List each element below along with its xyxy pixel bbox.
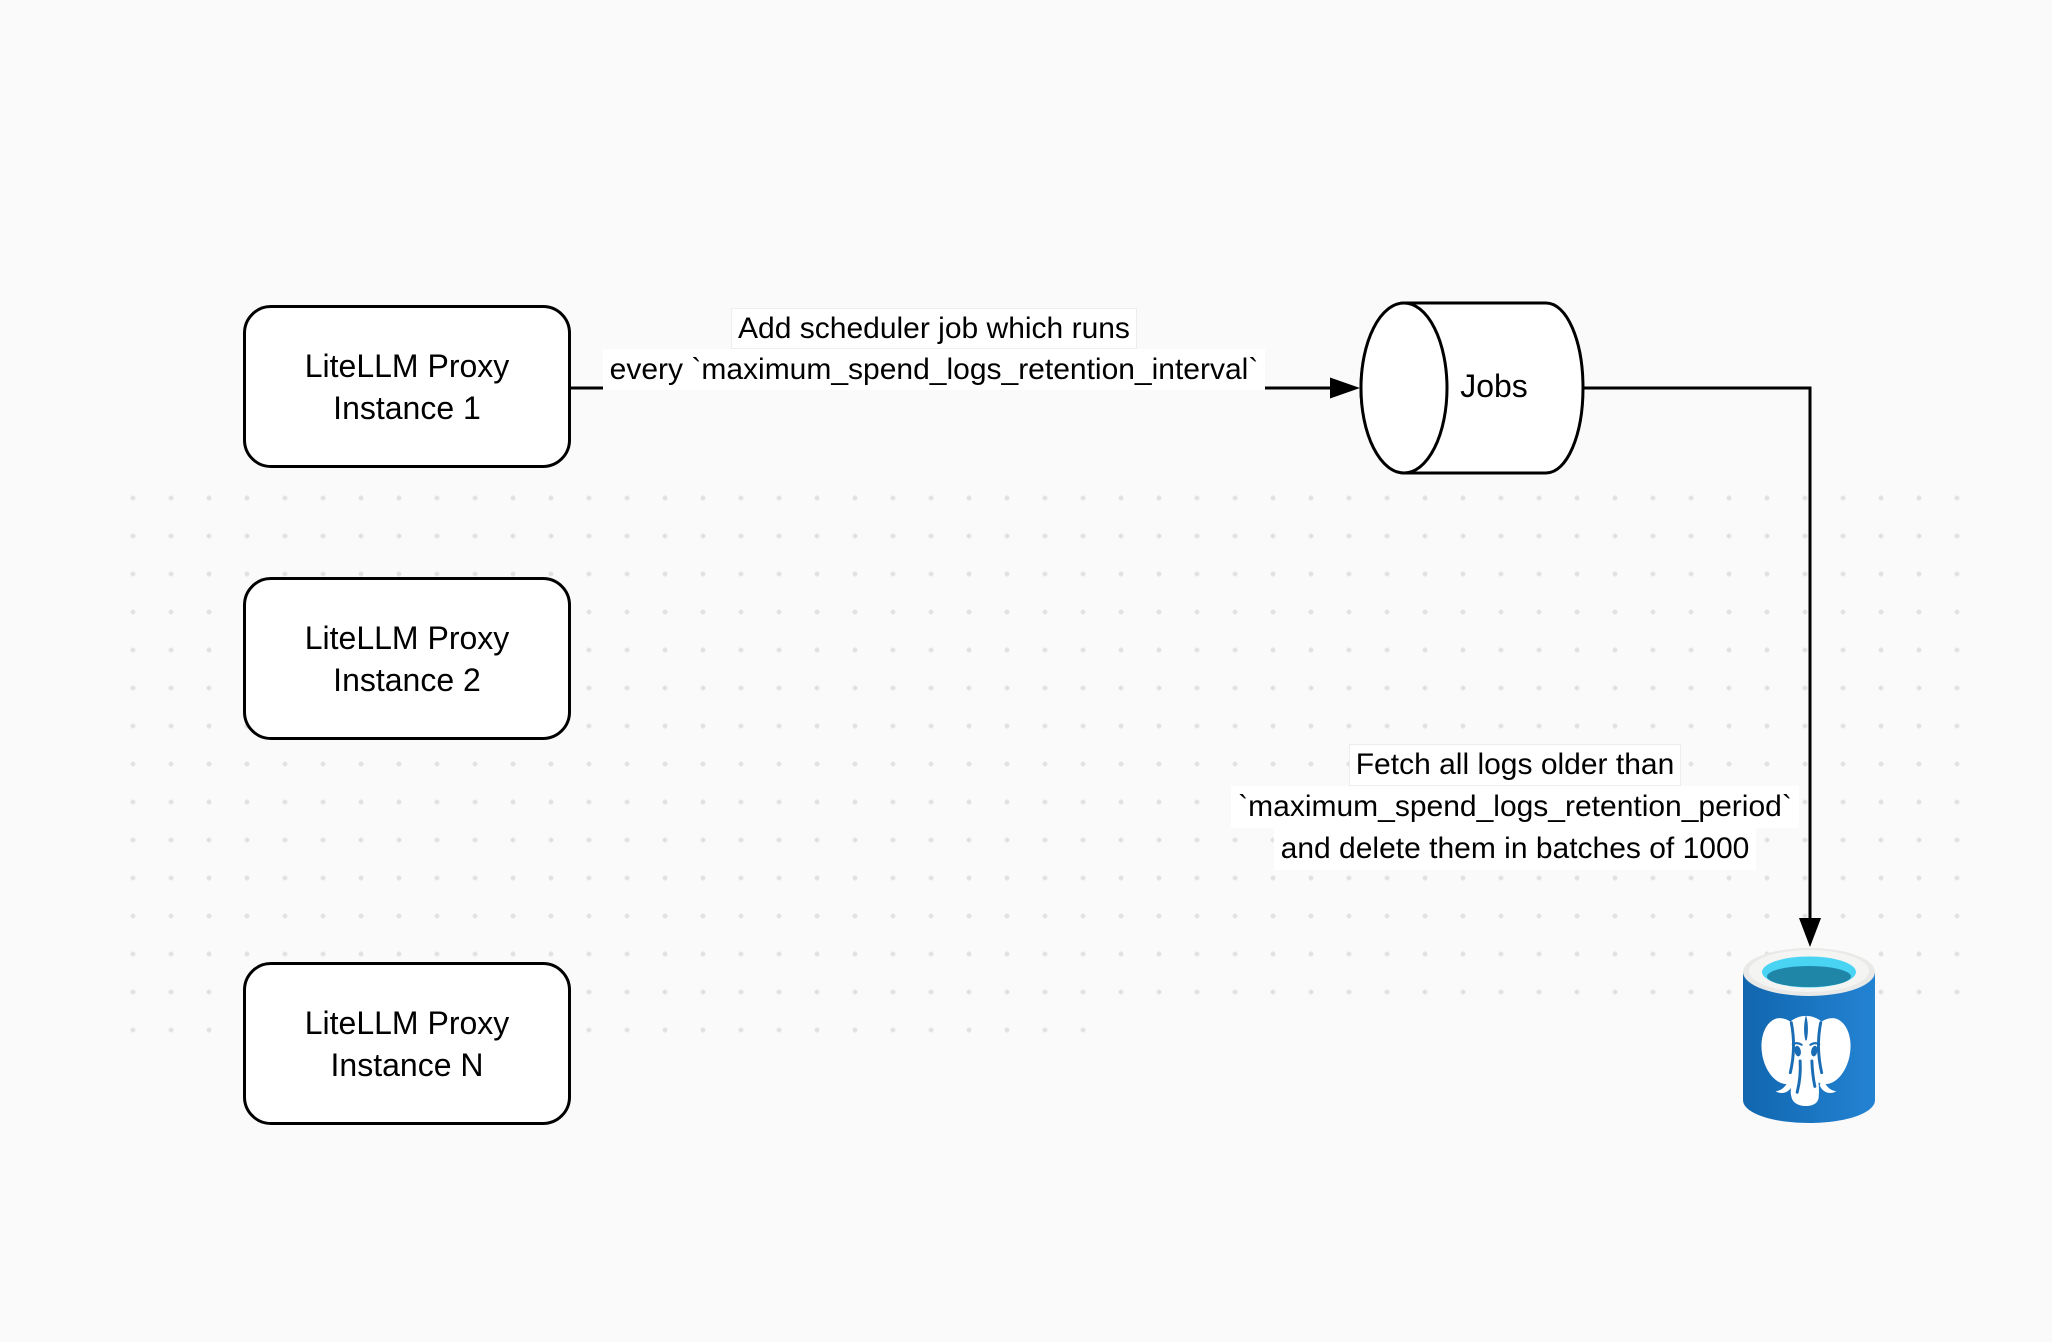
jobs-cylinder-label: Jobs bbox=[1460, 368, 1528, 404]
db-top-teal bbox=[1767, 966, 1851, 987]
dot-grid-right bbox=[1102, 479, 1982, 997]
node-litellm-proxy-instance-n[interactable]: LiteLLM Proxy Instance N bbox=[243, 962, 571, 1125]
node-label-line: LiteLLM Proxy bbox=[304, 1004, 510, 1041]
node-label-line: Instance 2 bbox=[333, 661, 481, 698]
edge-label-text: every `maximum_spend_logs_retention_inte… bbox=[602, 349, 1266, 390]
edge-label-text: and delete them in batches of 1000 bbox=[1273, 828, 1757, 870]
edge-label-text: `maximum_spend_logs_retention_period` bbox=[1231, 786, 1799, 828]
edge-label-scheduler: Add scheduler job which runs every `maxi… bbox=[534, 308, 1334, 390]
arrowhead-down-icon bbox=[1799, 918, 1821, 947]
node-label-line: Instance N bbox=[330, 1046, 484, 1083]
edge-cleanup-line bbox=[1583, 386, 1812, 919]
arrowhead-right-icon bbox=[1330, 377, 1360, 399]
node-label-line: Instance 1 bbox=[333, 389, 481, 426]
jobs-queue-cylinder[interactable] bbox=[1359, 301, 1585, 475]
postgres-elephant-icon bbox=[1761, 1014, 1851, 1106]
cylinder-face bbox=[1359, 301, 1449, 475]
postgres-db-icon[interactable] bbox=[1743, 948, 1875, 1123]
edge-label-cleanup: Fetch all logs older than `maximum_spend… bbox=[1145, 744, 1885, 870]
node-label-line: LiteLLM Proxy bbox=[304, 347, 510, 384]
edge-label-text: Fetch all logs older than bbox=[1348, 744, 1682, 786]
node-litellm-proxy-instance-2[interactable]: LiteLLM Proxy Instance 2 bbox=[243, 577, 571, 740]
node-litellm-proxy-instance-1[interactable]: LiteLLM Proxy Instance 1 bbox=[243, 305, 571, 468]
edge-label-text: Add scheduler job which runs bbox=[731, 308, 1137, 349]
node-label-line: LiteLLM Proxy bbox=[304, 619, 510, 656]
edge-cleanup-connector[interactable] bbox=[1583, 386, 1821, 947]
dot-grid-left bbox=[114, 479, 1090, 1035]
